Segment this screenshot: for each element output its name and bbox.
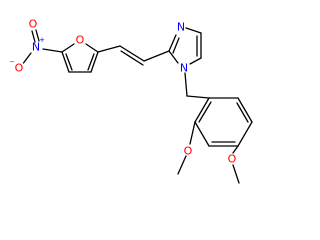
bond-nitro-o-minus: [22, 52, 32, 64]
bond-imid-c2-n3-inner: [172, 37, 180, 54]
bond-benz-c6-c1: [194, 97, 210, 123]
bond-benz-c5-c6: [194, 121, 210, 147]
bond-benz-c3-c4: [237, 121, 253, 147]
bond-benz-c2-c3: [237, 97, 253, 123]
bond-nitro-o-double-b: [35, 29, 40, 42]
bond-imid-c2-n3: [168, 34, 177, 52]
atom-furan-o: O: [76, 34, 85, 47]
bond-vinyl-imidazole: [143, 50, 170, 62]
atom-nitro-o-double: O: [29, 18, 38, 31]
bond-vinyl-double: [119, 45, 145, 62]
molecule-svg: O − N + O O N N O O: [9, 18, 253, 184]
bond-furan-c5-c4-inner: [65, 53, 73, 71]
bond-n1-ch2: [184, 72, 188, 97]
bond-imid-n1-c2: [168, 50, 179, 64]
bond-furan-c3-c2-inner: [87, 53, 95, 71]
bonds: [22, 27, 253, 184]
bond-furan-o-c5: [61, 43, 75, 53]
bond-furan-c5-c4: [61, 51, 70, 73]
atom-nitro-n: N: [32, 41, 40, 54]
charge-minus: −: [9, 58, 15, 66]
bond-benz-c2-c3-inner: [236, 102, 249, 123]
bond-o-methyl1: [177, 155, 187, 175]
structure-diagram: O − N + O O N N O O: [9, 18, 253, 184]
atom-labels: O − N + O O N N O O: [9, 18, 237, 166]
charge-plus: +: [39, 36, 45, 44]
atom-methoxy-o1: O: [184, 145, 193, 158]
bond-nitro-o-double-a: [31, 30, 36, 43]
bond-c6-o-methoxy1: [189, 121, 196, 145]
bond-nitro-n-c5: [42, 48, 63, 53]
bond-imid-c5-n1: [189, 57, 202, 65]
bond-furan-c2-o: [85, 43, 99, 53]
atom-imidazole-n1: N: [180, 62, 188, 75]
atom-methoxy-o2: O: [228, 153, 237, 166]
atom-nitro-o-minus: O: [15, 62, 24, 75]
bond-furan-c2-vinyl: [97, 45, 121, 53]
bond-o-methyl2: [232, 164, 240, 184]
bond-ch2-benzene: [186, 95, 210, 99]
bond-furan-c3-c2: [90, 51, 99, 73]
bond-benz-c6-c1-inner: [198, 101, 212, 123]
bond-imid-n3-c4: [185, 27, 202, 34]
bond-vinyl-double-inner: [120, 50, 144, 66]
bond-c5-o-methoxy2: [232, 145, 239, 154]
atom-imidazole-n3: N: [177, 21, 185, 34]
